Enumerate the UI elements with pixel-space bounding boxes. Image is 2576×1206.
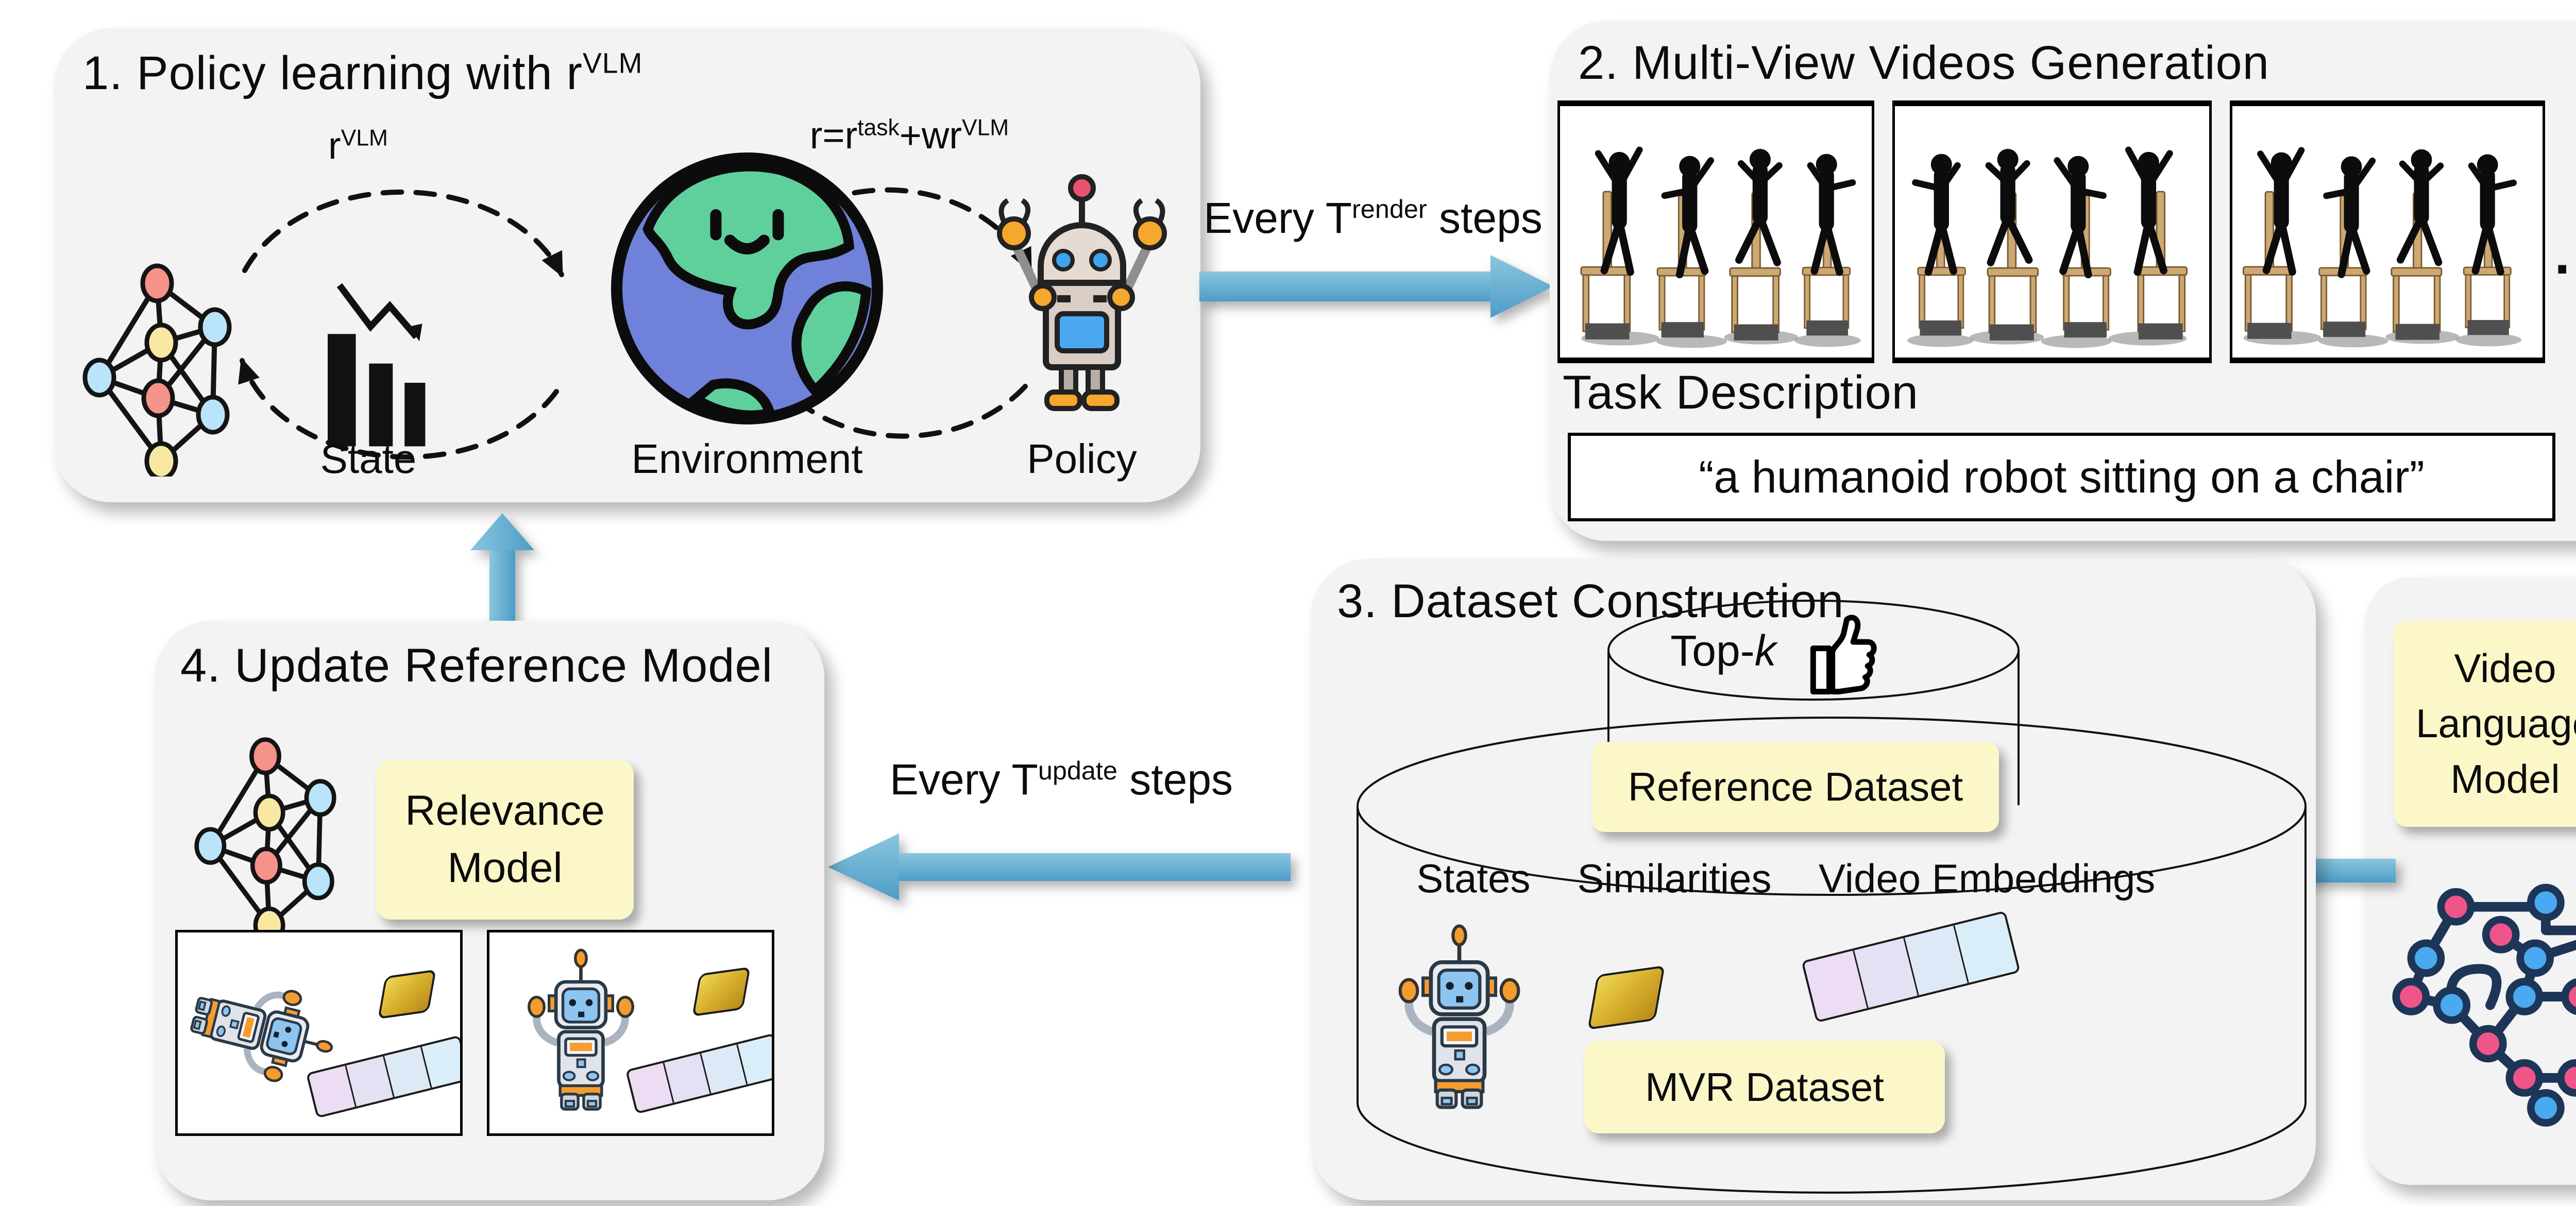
comparison-frame-left [175,930,463,1136]
video-frame-scene-icon [1560,106,1872,358]
neural-network-icon [191,734,340,940]
thumbs-up-icon [1808,610,1880,701]
column-similarities-label: Similarities [1577,856,1772,901]
panel-update-reference-model: 4. Update Reference Model Relevance Mode… [155,621,824,1200]
render-steps-arrow [1199,255,1553,318]
video-frame-scene-icon [1895,106,2209,358]
video-frame-2 [1892,100,2212,363]
panel4-title: 4. Update Reference Model [180,639,773,692]
task-description-label: Task Description [1563,366,1919,419]
more-frames-ellipsis: ...... [2554,223,2576,286]
brain-circuit-icon [2385,858,2576,1146]
mvr-dataset-box: MVR Dataset [1584,1041,1945,1133]
neural-network-icon [80,260,234,477]
gray-robot-icon [526,945,636,1115]
panel-dataset-construction: 3. Dataset Construction Top-k Reference … [1311,559,2316,1200]
vlm-box-line: Video [2454,645,2556,691]
environment-label: Environment [631,436,863,482]
state-bars-icon [296,281,451,451]
task-prompt-text: “a humanoid robot sitting on a chair” [1699,451,2425,502]
video-embedding-bar-icon [625,1033,772,1114]
similarity-token-icon [378,969,436,1020]
gray-robot-icon [1396,920,1522,1115]
video-frame-3 [2230,100,2545,363]
state-label: State [320,436,417,482]
vlm-box-line: Model [2450,756,2560,802]
relevance-model-box: Relevance Model [376,760,634,920]
relevance-model-line: Relevance [405,787,605,835]
earth-environment-icon [605,147,889,430]
reward-formula-label: r=rtask+wrVLM [809,114,1009,157]
column-states-label: States [1416,856,1531,901]
database-cylinder-icon [1357,600,2307,1194]
update-steps-label: Every Tupdate steps [889,755,1233,804]
reference-dataset-box: Reference Dataset [1592,742,1999,832]
mvr-dataset-label: MVR Dataset [1645,1064,1884,1110]
topk-label: Top-k [1670,626,1776,675]
video-language-model-box: Video Language Model [2393,621,2576,827]
video-frame-scene-icon [2232,106,2543,358]
relevance-model-line: Model [447,844,563,891]
panel-policy-learning: 1. Policy learning with rVLM rVLM r=rtas… [54,28,1200,502]
video-frame-1 [1557,100,1874,363]
reference-dataset-label: Reference Dataset [1628,764,1963,809]
update-steps-arrow [828,834,1291,901]
loop-reward-label: rVLM [328,124,388,167]
panel3-title: 3. Dataset Construction [1337,575,1844,627]
panel-video-language-model: Video Language Model [2365,577,2576,1185]
policy-robot-icon [989,167,1175,415]
policy-label: Policy [1027,436,1137,482]
task-prompt-box: “a humanoid robot sitting on a chair” [1568,433,2555,521]
render-steps-label: Every Trender steps [1204,194,1543,242]
column-video-embeddings-label: Video Embeddings [1819,856,2156,901]
panel-multiview-generation: 2. Multi-View Videos Generation ...... T… [1550,21,2576,541]
panel1-title: 1. Policy learning with rVLM [82,47,643,99]
vlm-box-line: Language [2415,701,2576,746]
similarity-token-icon [692,966,751,1017]
panel2-title: 2. Multi-View Videos Generation [1578,37,2269,89]
update-to-policy-arrow [470,513,534,621]
comparison-frame-right [487,930,774,1136]
